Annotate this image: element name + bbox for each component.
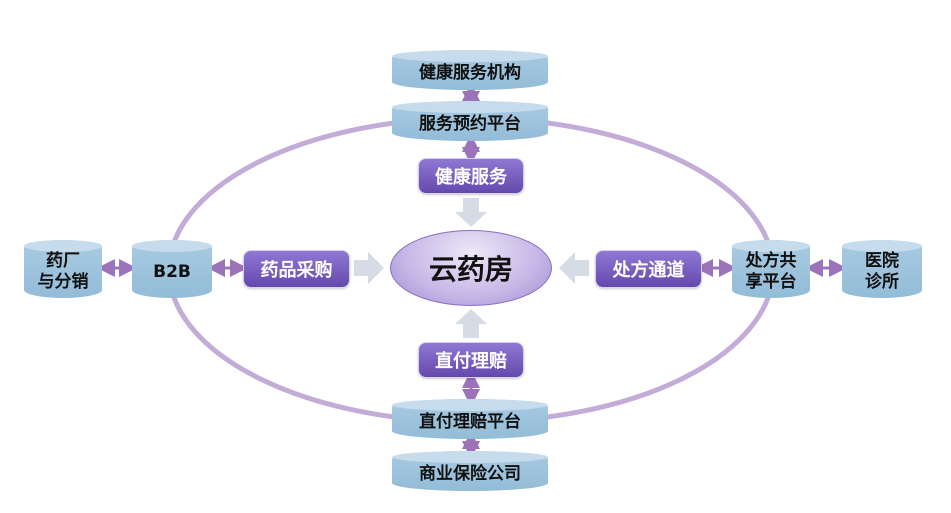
arrow-up-icon xyxy=(455,309,487,338)
booking-platform-cylinder: 服务预约平台 xyxy=(392,101,548,141)
rx-share-cylinder: 处方共享平台 xyxy=(732,240,810,298)
arrow-right-icon xyxy=(354,252,384,284)
drug-purchase-box: 药品采购 xyxy=(243,250,350,288)
label: 药厂 xyxy=(46,251,80,271)
hospital-cylinder: 医院诊所 xyxy=(842,240,922,298)
label: 处方共 xyxy=(745,251,797,271)
label: 诊所 xyxy=(865,272,899,292)
prescription-box: 处方通道 xyxy=(595,250,702,288)
insurer-cylinder: 商业保险公司 xyxy=(392,451,548,491)
claims-platform-cylinder: 直付理赔平台 xyxy=(392,399,548,439)
direct-claims-box: 直付理赔 xyxy=(418,342,524,378)
health-service-box: 健康服务 xyxy=(418,158,524,194)
cloud-pharmacy-hub: 云药房 xyxy=(390,230,552,306)
pharma-cylinder: 药厂与分销 xyxy=(24,240,102,298)
label: B2B xyxy=(153,261,191,282)
b2b-cylinder: B2B xyxy=(132,240,212,298)
label: 商业保险公司 xyxy=(419,463,521,484)
label: 服务预约平台 xyxy=(419,113,521,134)
label: 健康服务机构 xyxy=(419,62,521,83)
label: 医院 xyxy=(865,251,899,271)
label: 与分销 xyxy=(37,272,89,292)
label: 享平台 xyxy=(745,272,797,292)
health-org-cylinder: 健康服务机构 xyxy=(392,50,548,90)
label: 直付理赔平台 xyxy=(419,411,521,432)
arrow-left-icon xyxy=(559,252,589,284)
arrow-down-icon xyxy=(455,198,487,227)
